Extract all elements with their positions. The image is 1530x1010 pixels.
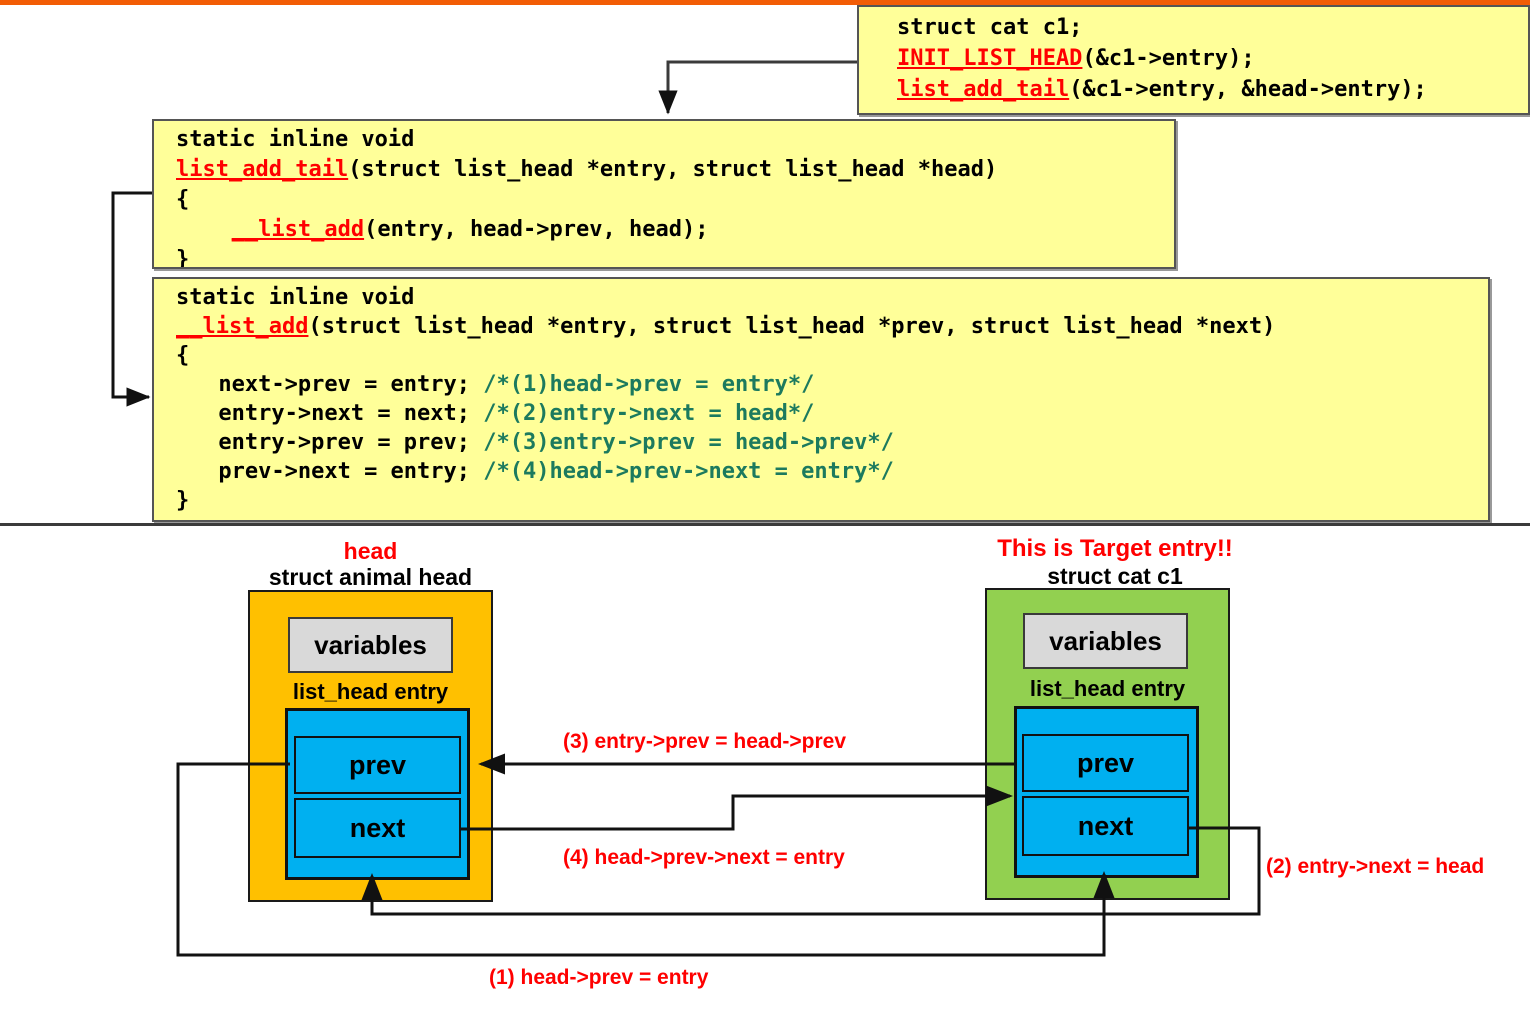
code-line: { (176, 343, 190, 368)
cat-entry-label: list_head entry (1029, 676, 1186, 701)
cat-red-label: This is Target entry!! (997, 535, 1233, 562)
code-line: entry->next = next; /*(2)entry->next = h… (218, 401, 815, 426)
code-line: struct cat c1; (897, 15, 1083, 40)
macro-init-list-head: INIT_LIST_HEAD (897, 46, 1083, 71)
head-struct-title: struct animal head (268, 564, 473, 590)
code-comment: /*(2)entry->next = head*/ (483, 401, 815, 426)
code-line: } (176, 488, 190, 513)
head-prev-field: prev (294, 736, 461, 794)
head-red-label: head (343, 538, 398, 564)
list-add-tail-code-block: static inline void list_add_tail(struct … (152, 119, 1176, 269)
caller-code-block: struct cat c1; INIT_LIST_HEAD(&c1->entry… (857, 5, 1530, 115)
head-variables-box: variables (288, 617, 453, 673)
code-line: INIT_LIST_HEAD(&c1->entry); (897, 46, 1255, 71)
code-line: list_add_tail(struct list_head *entry, s… (176, 157, 998, 182)
arrow-caller-to-list-add-tail (658, 60, 857, 115)
code-comment: /*(4)head->prev->next = entry*/ (483, 459, 894, 484)
code-line: __list_add(entry, head->prev, head); (231, 217, 709, 242)
fn-name-dunder-list-add: __list_add (176, 314, 309, 339)
code-line: } (176, 247, 190, 269)
code-line: __list_add(struct list_head *entry, stru… (176, 314, 1276, 339)
code-line: list_add_tail(&c1->entry, &head->entry); (897, 77, 1427, 102)
code-comment: /*(3)entry->prev = head->prev*/ (483, 430, 894, 455)
arrow-list-add-tail-to-dunder (111, 191, 152, 407)
cat-struct-title: struct cat c1 (1047, 563, 1183, 589)
code-line: entry->prev = prev; /*(3)entry->prev = h… (218, 430, 894, 455)
dunder-list-add-code-block: static inline void __list_add(struct lis… (152, 277, 1490, 522)
code-line: { (176, 187, 190, 212)
section-divider (0, 523, 1530, 526)
arrow-step-4-head-prev-next-to-entry (461, 785, 1013, 831)
code-line: next->prev = entry; /*(1)head->prev = en… (218, 372, 815, 397)
cat-variables-box: variables (1023, 613, 1188, 669)
call-list-add-tail: list_add_tail (897, 77, 1070, 102)
code-line: static inline void (176, 127, 415, 152)
top-accent-rule (0, 0, 1530, 5)
call-dunder-list-add: __list_add (231, 217, 365, 242)
annotation-step-1: (1) head->prev = entry (489, 966, 709, 989)
code-line: static inline void (176, 285, 415, 310)
code-line: prev->next = entry; /*(4)head->prev->nex… (218, 459, 894, 484)
head-next-field: next (294, 798, 461, 858)
annotation-step-4: (4) head->prev->next = entry (563, 846, 845, 869)
annotation-step-2: (2) entry->next = head (1266, 855, 1485, 878)
fn-name-list-add-tail: list_add_tail (176, 157, 349, 182)
cat-next-field: next (1022, 796, 1189, 856)
code-comment: /*(1)head->prev = entry*/ (483, 372, 815, 397)
head-entry-label: list_head entry (292, 679, 449, 704)
cat-prev-field: prev (1022, 734, 1189, 792)
annotation-step-3: (3) entry->prev = head->prev (563, 730, 847, 753)
